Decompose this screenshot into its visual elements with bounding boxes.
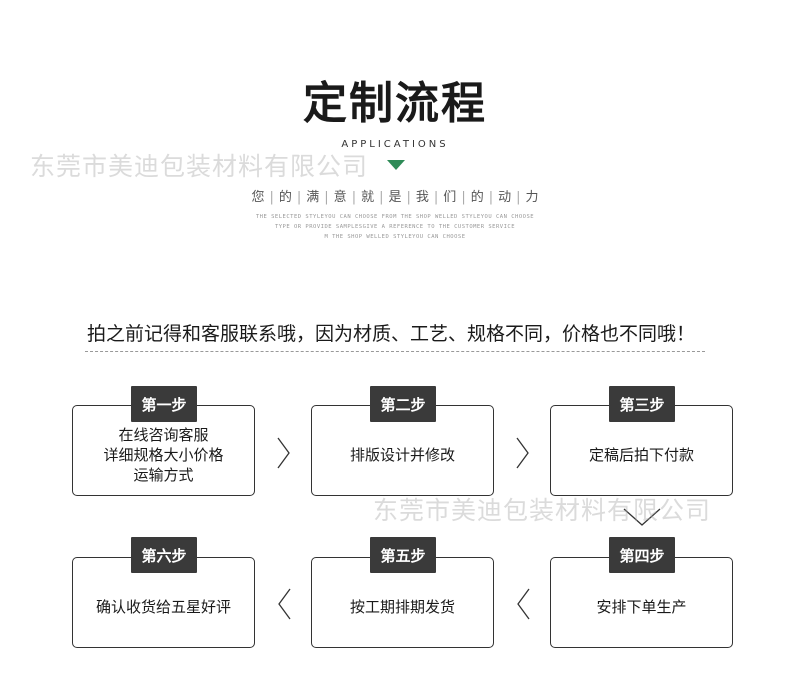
step-line: 在线咨询客服 xyxy=(118,425,209,444)
notice-text: 拍之前记得和客服联系哦，因为材质、工艺、规格不同，价格也不同哦！ xyxy=(87,323,696,345)
slogan-char: 是 xyxy=(388,190,402,205)
slogan-separator: | xyxy=(433,190,439,205)
divider xyxy=(85,351,705,352)
slogan-separator: | xyxy=(296,190,302,205)
slogan-separator: | xyxy=(351,190,357,205)
triangle-marker-icon xyxy=(387,160,405,170)
slogan-char: 动 xyxy=(498,190,512,205)
step-tag-1: 第一步 xyxy=(131,386,197,422)
step-text: 确认收货给五星好评 xyxy=(96,589,231,617)
fine-print-line: TYPE OR PROVIDE SAMPLESGIVE A REFERENCE … xyxy=(274,224,516,230)
fine-print-line: THE SELECTED STYLEYOU CAN CHOOSE FROM TH… xyxy=(255,214,535,220)
slogan-char: 满 xyxy=(306,190,320,205)
page-title: 定制流程 xyxy=(303,78,487,129)
step-line: 确认收货给五星好评 xyxy=(95,597,231,616)
slogan-separator: | xyxy=(461,190,466,205)
step-line: 按工期排期发货 xyxy=(349,597,455,616)
chevron-right-icon xyxy=(516,437,529,469)
step-line: 定稿后拍下付款 xyxy=(588,445,694,464)
slogan-separator: | xyxy=(379,190,384,205)
slogan-separator: | xyxy=(516,190,521,205)
step-tag-5: 第五步 xyxy=(370,537,436,573)
subtitle-english: APPLICATIONS xyxy=(341,139,449,150)
step-line: 运输方式 xyxy=(133,465,194,484)
slogan-char: 的 xyxy=(278,190,292,205)
slogan: 您 | 的 | 满 | 意 | 就 | 是 | 我 | 们 | 的 | 动 | 力 xyxy=(0,186,790,205)
step-tag-2: 第二步 xyxy=(370,386,436,422)
step-text: 排版设计并修改 xyxy=(350,437,455,465)
slogan-char: 我 xyxy=(415,190,429,205)
slogan-char: 就 xyxy=(361,190,375,205)
chevron-left-icon xyxy=(517,588,530,620)
slogan-separator: | xyxy=(488,190,494,205)
slogan-separator: | xyxy=(406,190,411,205)
watermark: 东莞市美迪包装材料有限公司 xyxy=(30,152,369,181)
step-line: 排版设计并修改 xyxy=(349,445,455,464)
slogan-separator: | xyxy=(324,190,329,205)
slogan-char: 力 xyxy=(525,190,539,205)
step-text: 安排下单生产 xyxy=(596,589,686,617)
watermark: 东莞市美迪包装材料有限公司 xyxy=(373,496,712,525)
step-text: 按工期排期发货 xyxy=(350,589,455,617)
slogan-char: 您 xyxy=(251,190,265,205)
step-tag-6: 第六步 xyxy=(131,537,197,573)
chevron-right-icon xyxy=(277,437,290,469)
fine-print-line: M THE SHOP WELLED STYLEYOU CAN CHOOSE xyxy=(324,234,466,240)
slogan-separator: | xyxy=(269,190,274,205)
step-text: 在线咨询客服 详细规格大小价格 运输方式 xyxy=(103,417,223,485)
step-line: 详细规格大小价格 xyxy=(103,445,224,464)
step-line: 安排下单生产 xyxy=(596,597,687,616)
step-tag-3: 第三步 xyxy=(609,386,675,422)
slogan-char: 们 xyxy=(443,190,457,205)
chevron-left-icon xyxy=(278,588,291,620)
chevron-down-icon xyxy=(623,508,661,526)
step-text: 定稿后拍下付款 xyxy=(589,437,694,465)
step-tag-4: 第四步 xyxy=(609,537,675,573)
slogan-char: 意 xyxy=(333,190,347,205)
slogan-char: 的 xyxy=(470,190,484,205)
